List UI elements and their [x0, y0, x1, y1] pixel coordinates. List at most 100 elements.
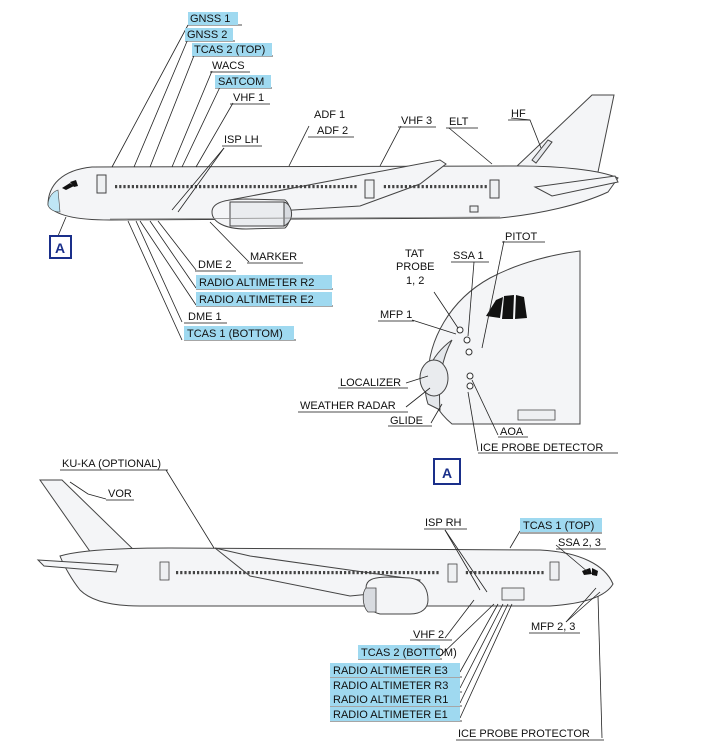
- cabin-window: [354, 185, 357, 189]
- cabin-window: [243, 571, 246, 575]
- cabin-window: [423, 571, 426, 575]
- cabin-window: [230, 571, 233, 575]
- label-radio-altimeter-e3: RADIO ALTIMETER E3: [333, 665, 448, 677]
- label-localizer: LOCALIZER: [340, 377, 401, 389]
- cabin-window: [474, 571, 477, 575]
- cabin-window: [331, 571, 334, 575]
- cabin-window: [470, 571, 473, 575]
- cabin-window: [486, 571, 489, 575]
- cabin-window: [186, 185, 189, 189]
- cabin-window: [236, 185, 239, 189]
- label-ice-probe-detector: ICE PROBE DETECTOR: [480, 442, 603, 454]
- cabin-window: [131, 185, 134, 189]
- label-gnss-2: GNSS 2: [187, 29, 227, 41]
- cabin-window: [188, 571, 191, 575]
- label-tcas-2-bottom: TCAS 2 (BOTTOM): [361, 647, 457, 659]
- cabin-window: [373, 571, 376, 575]
- label-tat-numbers: 1, 2: [406, 275, 424, 287]
- cabin-window: [165, 185, 168, 189]
- label-vor: VOR: [108, 488, 132, 500]
- cabin-window: [344, 571, 347, 575]
- callout-a-top: A: [49, 235, 72, 259]
- label-radio-altimeter-r2: RADIO ALTIMETER R2: [199, 277, 314, 289]
- label-radio-altimeter-r1: RADIO ALTIMETER R1: [333, 694, 448, 706]
- cabin-window: [119, 185, 122, 189]
- cabin-window: [289, 571, 292, 575]
- cabin-window: [270, 185, 273, 189]
- cabin-window: [350, 185, 353, 189]
- cabin-window: [341, 185, 344, 189]
- label-tcas-1-top: TCAS 1 (TOP): [523, 520, 594, 532]
- cabin-window: [524, 571, 527, 575]
- cabin-window: [213, 571, 216, 575]
- cabin-window: [499, 571, 502, 575]
- label-tcas-1-bottom: TCAS 1 (BOTTOM): [187, 328, 283, 340]
- label-dme-2: DME 2: [198, 259, 232, 271]
- cabin-window: [144, 185, 147, 189]
- svg-text:A: A: [55, 240, 65, 256]
- cabin-window: [419, 571, 422, 575]
- cabin-window: [205, 571, 208, 575]
- cabin-window: [446, 185, 449, 189]
- cabin-window: [386, 571, 389, 575]
- label-aoa: AOA: [500, 426, 524, 438]
- cabin-window: [320, 185, 323, 189]
- cabin-window: [451, 185, 454, 189]
- cabin-window: [140, 185, 143, 189]
- cabin-window: [264, 571, 267, 575]
- cabin-window: [417, 185, 420, 189]
- cabin-window: [266, 185, 269, 189]
- cabin-window: [402, 571, 405, 575]
- cabin-window: [232, 185, 235, 189]
- cabin-window: [533, 571, 536, 575]
- top-leader-lines: [57, 24, 542, 341]
- cabin-window: [333, 185, 336, 189]
- cabin-window: [281, 571, 284, 575]
- top-labels: GNSS 1 GNSS 2 TCAS 2 (TOP) WACS SATCOM V…: [184, 12, 526, 340]
- cabin-window: [465, 571, 468, 575]
- cabin-window: [432, 571, 435, 575]
- label-ice-probe-protector: ICE PROBE PROTECTOR: [458, 728, 590, 740]
- cabin-window: [192, 571, 195, 575]
- cabin-window: [356, 571, 359, 575]
- cabin-window: [148, 185, 151, 189]
- cabin-window: [182, 185, 185, 189]
- cabin-window: [127, 185, 130, 189]
- cabin-window: [325, 185, 328, 189]
- label-tat: TAT: [405, 248, 424, 260]
- cabin-window: [257, 185, 260, 189]
- label-ssa-2-3: SSA 2, 3: [558, 537, 601, 549]
- cabin-window: [369, 571, 372, 575]
- bottom-leader-lines: [69, 469, 603, 739]
- label-mfp-1: MFP 1: [380, 309, 412, 321]
- cabin-window: [318, 571, 321, 575]
- cabin-window: [482, 571, 485, 575]
- cabin-window: [224, 185, 227, 189]
- cabin-window: [245, 185, 248, 189]
- label-ku-ka-optional: KU-KA (OPTIONAL): [62, 458, 161, 470]
- cabin-window: [394, 571, 397, 575]
- cabin-window: [260, 571, 263, 575]
- cabin-window: [421, 185, 424, 189]
- cabin-window: [404, 185, 407, 189]
- cabin-window: [377, 571, 380, 575]
- cabin-window: [463, 185, 466, 189]
- cabin-window: [262, 185, 265, 189]
- cabin-window: [396, 185, 399, 189]
- cabin-window: [512, 571, 515, 575]
- cabin-window: [467, 185, 470, 189]
- cabin-window: [346, 185, 349, 189]
- label-glide: GLIDE: [390, 415, 423, 427]
- cabin-window: [308, 185, 311, 189]
- cabin-window: [323, 571, 326, 575]
- cabin-window: [436, 571, 439, 575]
- label-vhf-1: VHF 1: [233, 92, 264, 104]
- cabin-window: [411, 571, 414, 575]
- cabin-window: [472, 185, 475, 189]
- cabin-window: [400, 185, 403, 189]
- cabin-window: [335, 571, 338, 575]
- label-isp-rh: ISP RH: [425, 517, 462, 529]
- cabin-window: [339, 571, 342, 575]
- cabin-window: [415, 571, 418, 575]
